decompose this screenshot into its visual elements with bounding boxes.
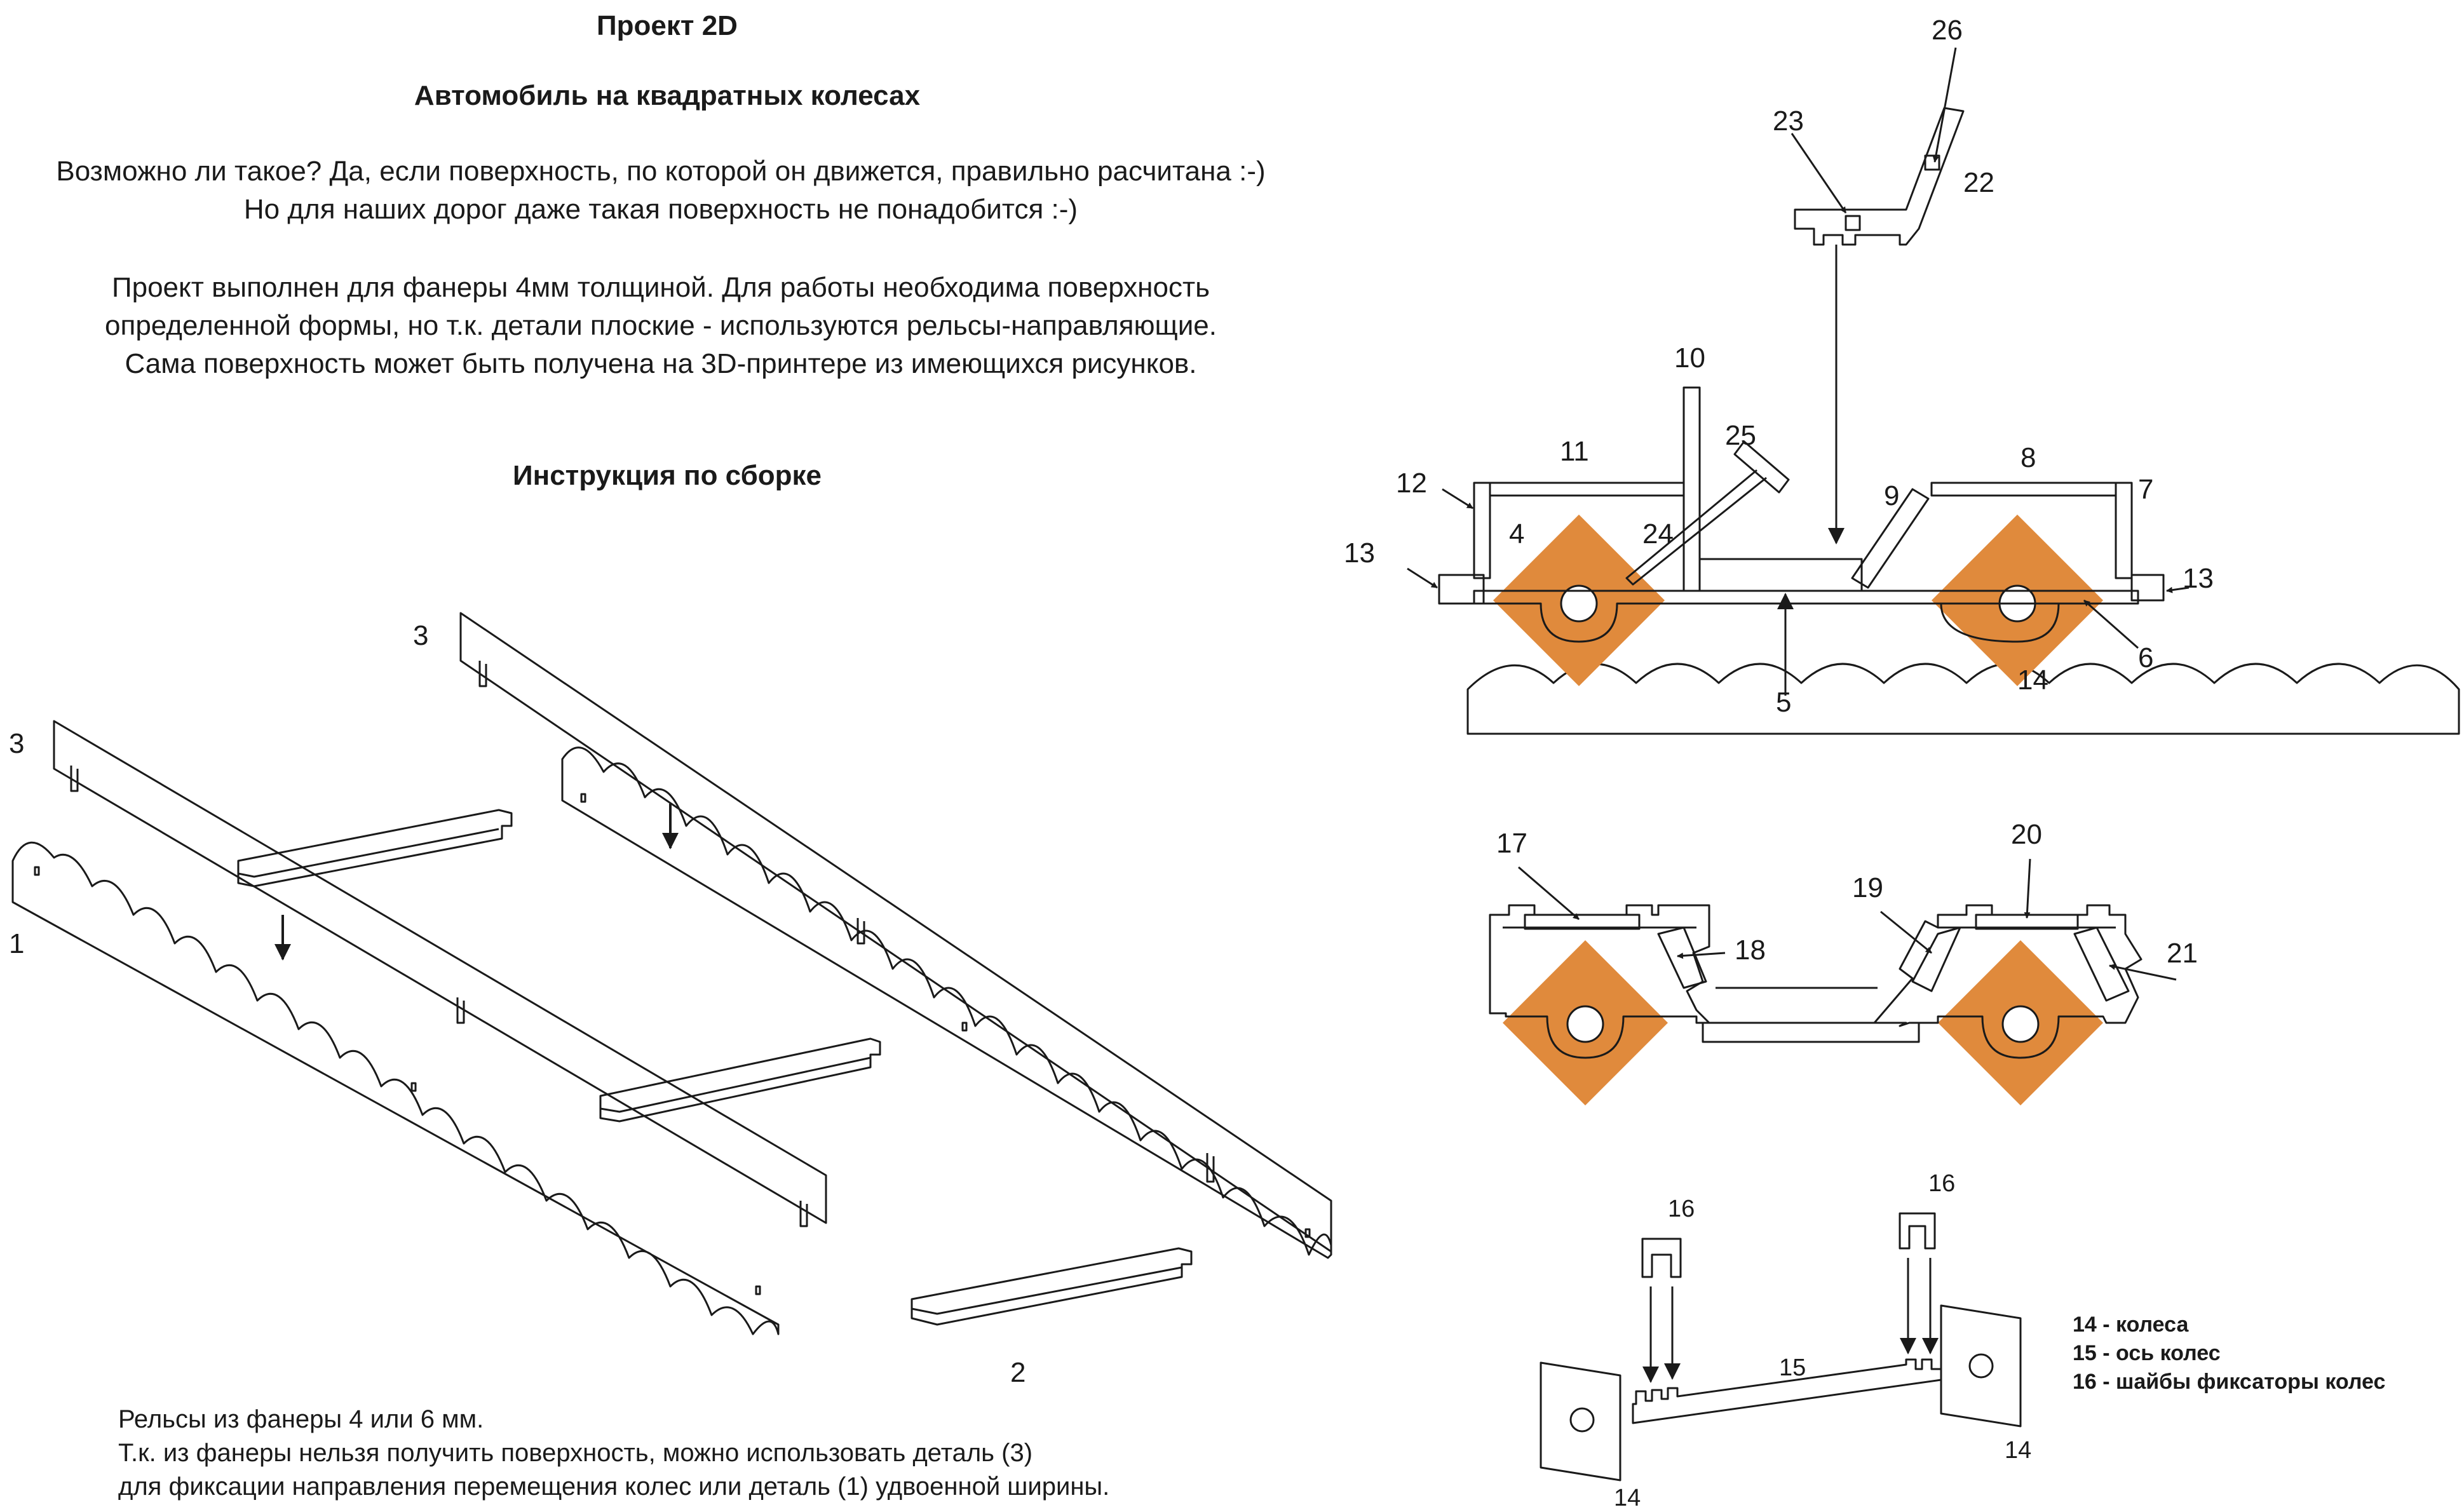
project-title: Проект 2D	[597, 10, 738, 41]
steering-part-22-23	[1794, 107, 1965, 246]
arrow-20	[2024, 858, 2031, 919]
car-wheel-rear	[1932, 515, 2103, 686]
label-part-14-right: 14	[2005, 1437, 2031, 1464]
desc-line-1: Проект выполнен для фанеры 4мм толщиной.…	[111, 272, 1210, 303]
label-part-21: 21	[2167, 938, 2198, 969]
crossbar-part-2	[910, 1247, 1193, 1326]
label-part-16-right: 16	[1928, 1170, 1955, 1197]
arrow-21	[2109, 963, 2177, 981]
label-part-4: 4	[1509, 518, 1524, 550]
crossbar-upper	[237, 809, 513, 888]
rail-part-1-front-scalloped	[11, 841, 780, 1335]
label-part-26: 26	[1932, 15, 1963, 46]
label-part-14-car: 14	[2017, 665, 2048, 696]
label-part-13-right: 13	[2183, 563, 2214, 594]
arrow-13-right	[2166, 586, 2190, 593]
road-surface	[1466, 663, 2460, 735]
desc-line-2: определенной формы, но т.к. детали плоск…	[105, 310, 1217, 341]
chassis-frame	[1489, 904, 2142, 1059]
label-part-6: 6	[2138, 642, 2153, 673]
arrow-6	[2083, 599, 2139, 649]
label-part-11: 11	[1560, 436, 1589, 467]
desc-line-3: Сама поверхность может быть получена на …	[125, 348, 1197, 379]
label-part-24: 24	[1642, 518, 1674, 550]
arrow-17	[1518, 866, 1580, 921]
label-part-2: 2	[1010, 1357, 1026, 1388]
instruction-title: Инструкция по сборке	[513, 460, 822, 491]
arrow-23	[1790, 133, 1847, 213]
rail-part-3-back	[459, 612, 1332, 1253]
label-part-10: 10	[1674, 342, 1705, 374]
arrow-12	[1442, 488, 1473, 510]
label-part-16-left: 16	[1668, 1196, 1695, 1222]
intro-line-1: Возможно ли такое? Да, если поверхность,…	[56, 156, 1266, 187]
legend-item-wheels: 14 - колеса	[2073, 1313, 2189, 1337]
axle-part-15	[1632, 1358, 1942, 1424]
label-part-9: 9	[1884, 480, 1899, 511]
legend-item-washers: 16 - шайбы фиксаторы колес	[2073, 1370, 2386, 1394]
rail-part-3-front	[53, 720, 827, 1227]
label-part-1: 1	[9, 928, 24, 959]
document-title: Автомобиль на квадратных колесах	[414, 80, 921, 111]
label-part-7: 7	[2138, 474, 2153, 505]
footer-line-3: для фиксации направления перемещения кол…	[118, 1473, 1110, 1501]
intro-line-2: Но для наших дорог даже такая поверхност…	[243, 194, 1078, 225]
label-part-18: 18	[1735, 935, 1766, 966]
label-part-14-left: 14	[1614, 1485, 1641, 1511]
axle-wheel-right	[1940, 1304, 2022, 1428]
washer-part-16-left	[1641, 1238, 1682, 1278]
crossbar-middle	[599, 1037, 881, 1123]
label-part-25: 25	[1725, 420, 1756, 451]
chassis-wheel-right	[1938, 940, 2103, 1105]
label-part-17: 17	[1496, 828, 1527, 859]
label-part-23: 23	[1773, 105, 1804, 137]
label-part-13-left: 13	[1344, 537, 1375, 569]
axle-wheel-left	[1540, 1361, 1621, 1482]
footer-line-1: Рельсы из фанеры 4 или 6 мм.	[118, 1405, 484, 1433]
label-part-22: 22	[1963, 167, 1994, 198]
arrow-26	[1932, 47, 1957, 163]
label-part-20: 20	[2011, 819, 2042, 850]
arrow-19	[1880, 910, 1932, 954]
arrow-13-left	[1407, 567, 1438, 589]
car-body	[1438, 386, 2165, 643]
legend-item-axle: 15 - ось колес	[2073, 1341, 2221, 1365]
label-part-15: 15	[1779, 1354, 1806, 1381]
label-part-12: 12	[1396, 468, 1427, 499]
car-wheel-front	[1493, 515, 1665, 686]
washer-part-16-right	[1899, 1212, 1936, 1250]
footer-line-2: Т.к. из фанеры нельзя получить поверхнос…	[118, 1439, 1033, 1467]
label-part-19: 19	[1852, 872, 1883, 903]
label-part-8: 8	[2021, 442, 2036, 473]
label-part-3-back: 3	[413, 620, 428, 651]
arrow-18	[1677, 952, 1726, 959]
chassis-wheel-left	[1503, 940, 1668, 1105]
rail-part-1-back-scalloped	[561, 746, 1332, 1259]
label-part-5: 5	[1776, 687, 1791, 718]
label-part-3-front: 3	[9, 728, 24, 759]
